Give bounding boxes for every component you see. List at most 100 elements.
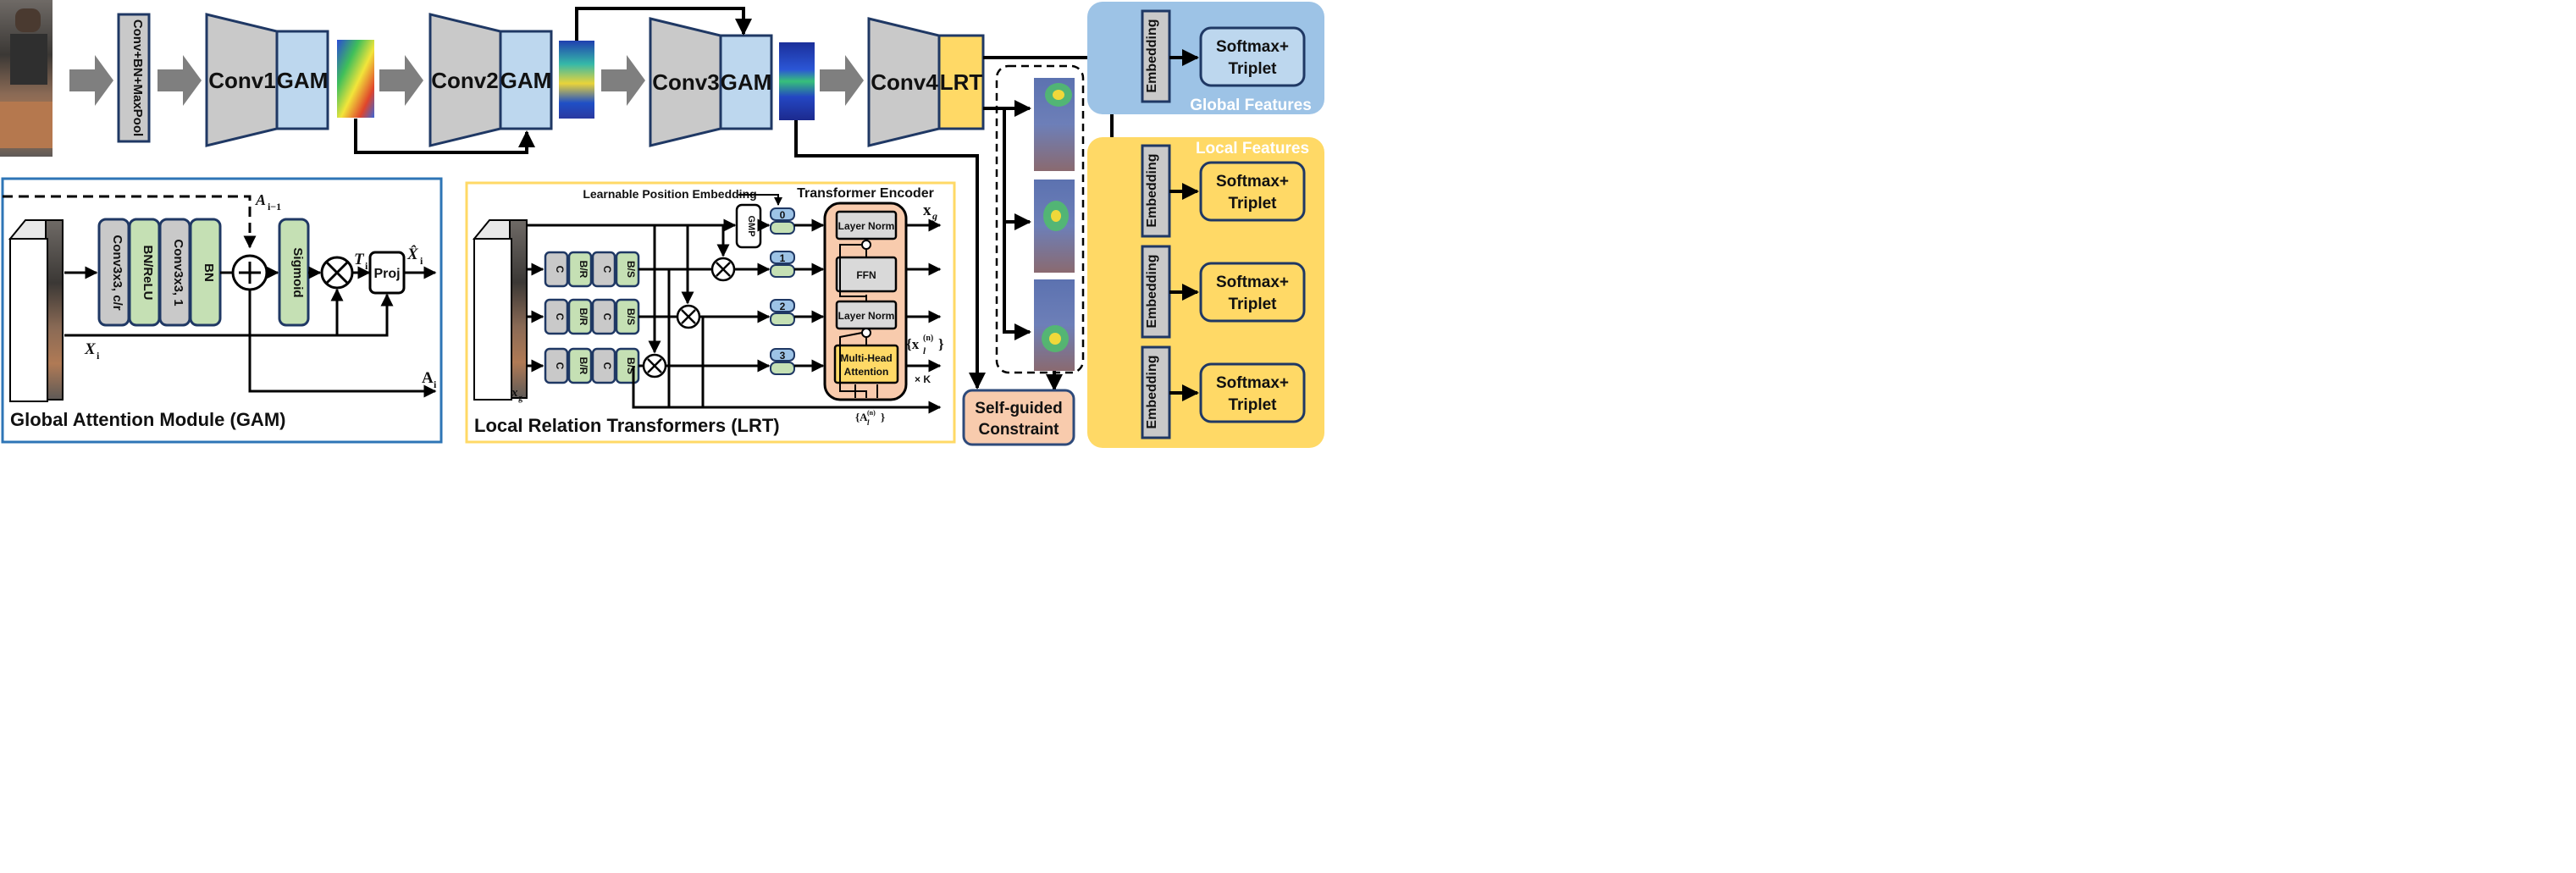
svg-text:X̂: X̂ [406, 246, 419, 263]
conv2-stage: Conv2 GAM [428, 13, 553, 147]
gam1-label: GAM [277, 68, 329, 93]
svg-text:g: g [518, 394, 522, 403]
global-features-label: Global Features [1190, 97, 1312, 114]
conv4-label: Conv4 [871, 69, 938, 95]
local-attention-maps [1034, 78, 1075, 371]
svg-text:i−1: i−1 [268, 201, 281, 213]
conv4-stage: Conv4 LRT [867, 17, 985, 147]
svg-text:(n): (n) [923, 334, 933, 343]
svg-text:Embedding: Embedding [1145, 254, 1159, 328]
gam-blocks: Conv3x3, c/r BN/ReLU Conv3x3, 1 BN [97, 218, 222, 327]
global-features-panel: Global Features Embedding Softmax+ Tripl… [1087, 2, 1324, 114]
svg-text:Triplet: Triplet [1228, 195, 1277, 213]
input-person-image [0, 0, 53, 157]
svg-text:Softmax+: Softmax+ [1216, 374, 1289, 392]
lrt-branch-3: C B/R C B/S [544, 347, 640, 384]
svg-text:C: C [601, 266, 613, 274]
svg-text:Conv+BN+MaxPool: Conv+BN+MaxPool [130, 19, 145, 136]
svg-text:x: x [511, 386, 518, 400]
svg-text:i: i [365, 260, 368, 272]
gam-panel: A i−1 Conv3x3, c/r BN/ReLU Conv3x3, 1 BN… [1, 177, 443, 444]
local-branch-3: Embedding Softmax+ Triplet [1141, 345, 1306, 439]
svg-text:i: i [97, 350, 100, 362]
svg-text:i: i [434, 378, 437, 390]
svg-text:}: } [881, 411, 885, 423]
svg-text:Embedding: Embedding [1145, 153, 1159, 227]
svg-text:Self-guided: Self-guided [975, 400, 1062, 417]
svg-text:l: l [923, 346, 926, 356]
transformer-encoder: Layer Norm FFN Layer Norm Multi-Head Att… [823, 202, 931, 401]
svg-text:g: g [931, 210, 937, 222]
local-features-panel: Local Features Embedding Softmax+ Triple… [1087, 137, 1324, 448]
lrt-label: LRT [940, 69, 983, 95]
svg-text:Softmax+: Softmax+ [1216, 173, 1289, 191]
svg-text:A: A [255, 191, 266, 208]
flow-arrows [69, 55, 864, 106]
lrt-panel: x g Learnable Position Embedding Transfo… [465, 181, 956, 444]
svg-text:X: X [84, 340, 97, 358]
svg-text:C: C [554, 313, 566, 321]
gam3-label: GAM [721, 69, 772, 95]
svg-text:Attention: Attention [844, 366, 889, 378]
svg-text:i: i [420, 255, 423, 267]
svg-text:(n): (n) [867, 409, 876, 417]
svg-text:GMP: GMP [746, 215, 756, 236]
conv3-stage: Conv3 GAM [649, 17, 773, 147]
conv1-label: Conv1 [208, 68, 275, 93]
token-3: 3 [770, 348, 795, 375]
local-features-label: Local Features [1196, 140, 1309, 157]
conv1-stage: Conv1 GAM [205, 13, 329, 147]
token-2: 2 [770, 299, 795, 326]
svg-text:B/S: B/S [625, 308, 637, 325]
svg-text:l: l [867, 418, 870, 427]
local-maps-box [995, 64, 1085, 374]
svg-text:B/R: B/R [578, 357, 589, 375]
heatmap-2 [559, 41, 594, 119]
svg-text:T: T [354, 251, 365, 268]
gam-panel-title: Global Attention Module (GAM) [10, 409, 285, 430]
svg-text:Softmax+: Softmax+ [1216, 38, 1289, 56]
svg-text:{A: {A [855, 411, 868, 423]
svg-text:C: C [601, 362, 613, 370]
conv3-label: Conv3 [652, 69, 719, 95]
svg-text:2: 2 [780, 301, 786, 312]
svg-text:Triplet: Triplet [1228, 396, 1277, 414]
svg-text:Embedding: Embedding [1145, 19, 1159, 92]
self-guided-constraint-box: Self-guided Constraint [962, 389, 1075, 446]
svg-text:BN: BN [202, 263, 216, 282]
svg-text:Conv3x3, 1: Conv3x3, 1 [171, 239, 185, 306]
svg-text:× K: × K [915, 373, 931, 385]
svg-text:x: x [923, 202, 931, 219]
svg-text:FFN: FFN [856, 269, 876, 281]
svg-text:{x: {x [906, 336, 920, 352]
svg-text:Transformer Encoder: Transformer Encoder [797, 186, 934, 201]
heatmap-1 [337, 40, 374, 118]
svg-text:3: 3 [780, 350, 786, 362]
svg-text:B/R: B/R [578, 261, 589, 279]
conv2-label: Conv2 [431, 68, 498, 93]
svg-text:C: C [601, 313, 613, 321]
svg-text:}: } [938, 336, 944, 352]
svg-text:Triplet: Triplet [1228, 296, 1277, 313]
local-branch-2: Embedding Softmax+ Triplet [1141, 245, 1306, 339]
gam2-label: GAM [500, 68, 552, 93]
svg-text:C: C [554, 266, 566, 274]
local-branch-1: Embedding Softmax+ Triplet [1141, 144, 1306, 238]
lrt-branch-1: C B/R C B/S [544, 251, 640, 288]
svg-text:Multi-Head: Multi-Head [840, 352, 892, 364]
token-1: 1 [770, 251, 795, 278]
svg-text:Softmax+: Softmax+ [1216, 274, 1289, 291]
svg-text:Embedding: Embedding [1145, 355, 1159, 428]
svg-text:Learnable Position Embedding: Learnable Position Embedding [583, 187, 756, 201]
svg-text:Layer Norm: Layer Norm [838, 220, 895, 232]
svg-text:1: 1 [780, 252, 786, 264]
stem-block: Conv+BN+MaxPool [117, 13, 151, 143]
svg-text:0: 0 [780, 209, 786, 221]
svg-text:C: C [554, 362, 566, 370]
svg-text:Proj: Proj [373, 267, 400, 281]
svg-text:B/R: B/R [578, 308, 589, 326]
svg-text:Triplet: Triplet [1228, 60, 1277, 78]
heatmap-3 [779, 42, 815, 120]
svg-text:A: A [422, 369, 434, 387]
